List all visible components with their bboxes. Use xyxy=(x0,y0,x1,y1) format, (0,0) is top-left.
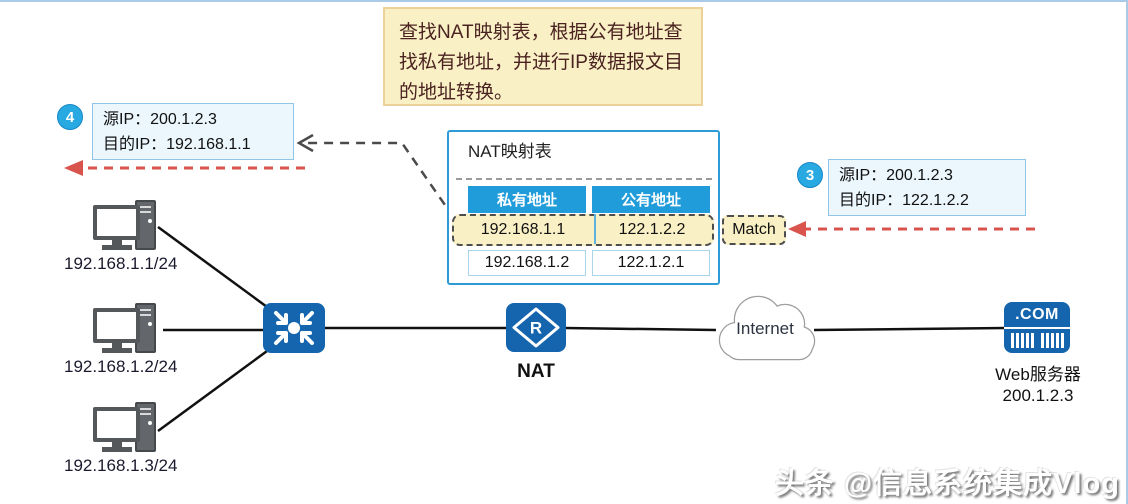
packet3-source-ip: 源IP：200.1.2.3 xyxy=(839,167,953,184)
pc-icon xyxy=(93,303,163,357)
router-icon: R xyxy=(506,303,566,352)
row2-private-ip: 192.168.1.2 xyxy=(468,250,586,276)
link-internet-server xyxy=(813,326,1007,332)
web-server-ip: 200.1.2.3 xyxy=(1002,386,1074,405)
packet3-box: 源IP：200.1.2.3 目的IP：122.1.2.2 xyxy=(828,159,1026,216)
server-barcode xyxy=(1004,327,1070,348)
col-header-private-address: 私有地址 xyxy=(468,186,586,213)
link-router-internet xyxy=(564,326,717,332)
packet4-source-ip: 源IP：200.1.2.3 xyxy=(103,111,217,128)
nat-table-matched-row: 192.168.1.1 122.1.2.2 xyxy=(452,214,714,246)
internet-label: Internet xyxy=(736,319,794,338)
watermark-text: 头条 @信息系统集成Vlog xyxy=(774,468,1120,500)
col-header-public-address: 公有地址 xyxy=(592,186,710,213)
matched-public-ip: 122.1.2.2 xyxy=(618,221,686,238)
row2-public-ip: 122.1.2.1 xyxy=(592,250,710,276)
lookup-dashed-arrow xyxy=(302,141,465,232)
packet4-box: 源IP：200.1.2.3 目的IP：192.168.1.1 xyxy=(92,103,294,160)
nat-table-title: NAT映射表 xyxy=(468,142,552,161)
nat-table-dashed-separator xyxy=(456,178,712,180)
packet4-dest-ip: 目的IP：192.168.1.1 xyxy=(103,136,251,153)
packet3-arrowhead-icon xyxy=(788,221,806,237)
pc-icon xyxy=(93,200,163,254)
nat-table-row2: 192.168.1.2 122.1.2.1 xyxy=(468,250,710,276)
step-3-badge: 3 xyxy=(797,162,823,188)
match-badge: Match xyxy=(722,215,786,245)
slide-right-border xyxy=(1126,0,1128,504)
cloud-icon xyxy=(718,295,816,361)
annotation-note-text: 查找NAT映射表，根据公有地址查找私有地址，并进行IP数据报文目的地址转换。 xyxy=(399,22,683,103)
router-label: NAT xyxy=(517,361,555,382)
link-host1-switch xyxy=(157,225,279,317)
server-com-badge: .COM xyxy=(1015,306,1059,323)
host3-ip-label: 192.168.1.3/24 xyxy=(64,456,178,475)
matched-row-divider xyxy=(594,214,596,244)
host1-ip-label: 192.168.1.1/24 xyxy=(64,254,178,273)
packet4-arrowhead-icon xyxy=(64,160,83,176)
web-server-label: Web服务器 xyxy=(995,365,1081,384)
step-3-number: 3 xyxy=(805,166,815,184)
packet3-dest-ip: 目的IP：122.1.2.2 xyxy=(839,192,969,209)
nat-table-header-row: 私有地址 公有地址 xyxy=(468,186,710,213)
step-4-number: 4 xyxy=(65,108,75,126)
host2-ip-label: 192.168.1.2/24 xyxy=(64,357,178,376)
matched-private-ip: 192.168.1.1 xyxy=(480,221,566,238)
pc-icon xyxy=(93,402,163,456)
link-host3-switch xyxy=(157,341,279,433)
router-symbol: R xyxy=(530,319,542,338)
step-4-badge: 4 xyxy=(57,104,83,130)
annotation-note: 查找NAT映射表，根据公有地址查找私有地址，并进行IP数据报文目的地址转换。 xyxy=(383,7,703,106)
slide-top-border xyxy=(0,0,1128,2)
web-server-icon: .COM xyxy=(1004,302,1070,353)
lookup-arrowhead-icon xyxy=(296,133,314,153)
switch-icon xyxy=(263,303,325,353)
